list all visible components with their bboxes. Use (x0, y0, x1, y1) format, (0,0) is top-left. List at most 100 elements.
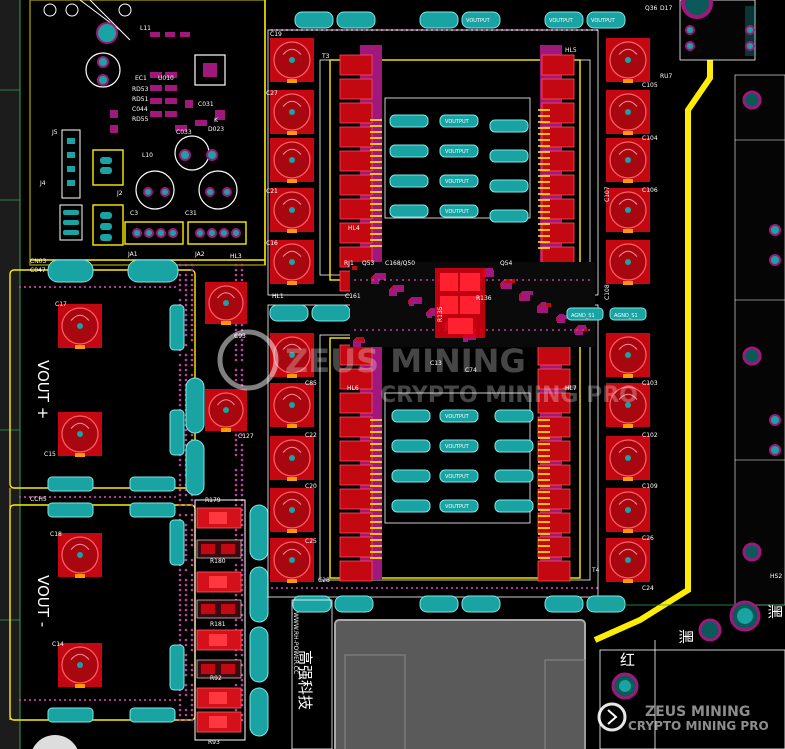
ref-c28: C28 (318, 577, 330, 584)
ref-c127: C127 (238, 433, 254, 440)
ref-q54: Q54 (500, 260, 513, 267)
ref-ja2: JA2 (194, 251, 205, 258)
voutput-label: VOUTPUT (445, 444, 470, 450)
vout-plus-label: VOUT + (34, 360, 52, 419)
ref-c161: C161 (345, 293, 361, 300)
voutput-label: VOUTPUT (445, 149, 470, 155)
ref-c3: C3 (130, 210, 138, 217)
ref-c25: C25 (305, 538, 317, 545)
ref-c20: C20 (305, 483, 317, 490)
bus-pad (270, 305, 308, 321)
ref-c031: C031 (198, 101, 214, 108)
ref-ja1: JA1 (127, 251, 138, 258)
transformer-pad (340, 151, 372, 171)
ref-c22: C22 (305, 432, 317, 439)
ref-q36: Q36 (645, 5, 658, 12)
ref-r136: R136 (476, 295, 492, 302)
ref-c168: C168/Q50 (385, 260, 415, 267)
ref-hl3: HL3 (230, 253, 242, 260)
watermark-center-text: ZEUS MINING (285, 342, 526, 380)
bus-pad (462, 596, 500, 612)
voutput-pad (392, 440, 430, 452)
bus-pad (293, 596, 331, 612)
transformer-pad (340, 465, 372, 485)
transformer-pad (340, 417, 372, 437)
ref-j2: J2 (116, 190, 123, 197)
ref-d023: D023 (208, 126, 224, 133)
ref-l11: L11 (140, 25, 151, 32)
transformer-pad (340, 561, 372, 581)
ref-rj1: RJ1 (344, 260, 354, 267)
voutput-pad (490, 120, 528, 132)
ref-cch5: CCH5 (30, 496, 47, 503)
voutput-pad (495, 410, 533, 422)
bus-pad (420, 596, 458, 612)
bus-pad (337, 12, 375, 28)
transformer-pad (542, 151, 574, 171)
voutput-pad (495, 470, 533, 482)
ref-rd51: RD51 (132, 96, 149, 103)
transformer-pad (340, 513, 372, 533)
voutput-pad (495, 500, 533, 512)
brand-url: WWW.RH-POWER.CC (292, 612, 299, 674)
ref-c107: C107 (604, 186, 611, 202)
voutput-pad (390, 175, 428, 187)
transformer-pad (340, 55, 372, 75)
voutput-label: VOUTPUT (591, 18, 616, 24)
transformer-pad (538, 561, 570, 581)
transformer-pad (340, 441, 372, 461)
ref-c103: C103 (642, 380, 658, 387)
transformer-pad (340, 175, 372, 195)
voutput-pad (390, 145, 428, 157)
ref-c15: C15 (44, 451, 56, 458)
voutput-pad (392, 500, 430, 512)
ref-ru7: RU7 (660, 73, 673, 80)
bus-pad (312, 305, 350, 321)
ref-cn03: CN03 (30, 258, 46, 265)
black-terminal-label: 黑 (677, 629, 695, 644)
ref-c033: C033 (176, 129, 192, 136)
ref-hl4: HL4 (348, 225, 360, 232)
right-heatsink-area (735, 75, 785, 605)
bus-pad (420, 12, 458, 28)
vout-minus-label: VOUT - (34, 575, 52, 627)
voutput-pad (490, 180, 528, 192)
ref-t4: T4 (591, 567, 600, 574)
ref-c27: C27 (266, 90, 278, 97)
ref-c105: C105 (642, 82, 658, 89)
ref-hl6: HL6 (347, 385, 359, 392)
ref-r180: R180 (210, 558, 226, 565)
ref-c102: C102 (642, 432, 658, 439)
ref-hs2: HS2 (770, 573, 782, 580)
ref-c31: C31 (185, 210, 197, 217)
bus-pad (587, 596, 625, 612)
voutput-pad (490, 210, 528, 222)
voutput-label: VOUTPUT (445, 119, 470, 125)
voutput-label: VOUTPUT (445, 179, 470, 185)
voutput-pad (390, 115, 428, 127)
ref-c85: C85 (305, 380, 317, 387)
watermark-corner-sub: CRYPTO MINING PRO (628, 719, 769, 733)
voutput-label: VOUTPUT (466, 18, 491, 24)
transformer-pad (340, 79, 372, 99)
red-terminal-label: 红 (620, 651, 635, 669)
ref-r181: R181 (210, 621, 226, 628)
transformer-pad (340, 199, 372, 219)
ref-r93: R93 (208, 739, 220, 746)
ref-c047: C047 (30, 267, 46, 274)
transformer-pad (542, 79, 574, 99)
ref-c108: C108 (604, 284, 611, 300)
ref-rd55: RD55 (132, 116, 149, 123)
ref-hl1: HL1 (272, 293, 284, 300)
voutput-label: VOUTPUT (445, 209, 470, 215)
ref-j5: J5 (51, 129, 58, 136)
voutput-label: VOUTPUT (445, 474, 470, 480)
ref-j4: J4 (39, 180, 46, 187)
watermark-corner-text: ZEUS MINING (645, 704, 750, 720)
black-terminal-label-2: 黑 (766, 604, 784, 619)
ref-u010: U010 (158, 75, 174, 82)
transformer-pad (340, 537, 372, 557)
ref-q53: Q53 (362, 260, 375, 267)
voutput-pad (390, 205, 428, 217)
